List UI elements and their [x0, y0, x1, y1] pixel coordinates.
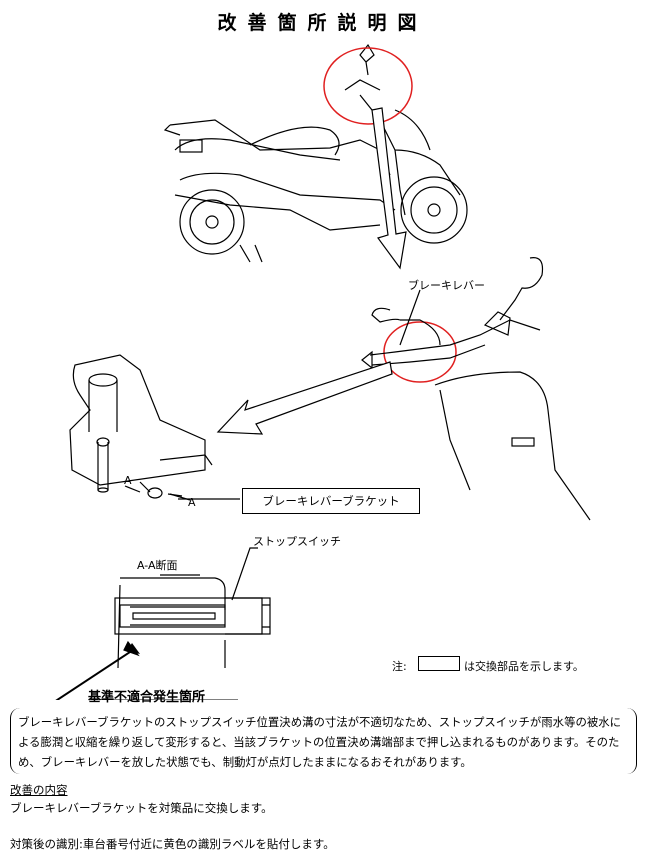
- highlight-circle-top: [323, 47, 413, 125]
- legend-text: は交換部品を示します。: [464, 660, 584, 673]
- handlebar-illustration: [361, 257, 591, 521]
- page-title: 改善箇所説明図: [217, 12, 428, 34]
- section-label: A-A断面: [137, 558, 178, 572]
- brake-lever-label: ブレーキレバー: [408, 278, 485, 292]
- description-frame: [10, 708, 637, 774]
- improvement-heading: 改善の内容: [10, 783, 68, 797]
- bracket-label: ブレーキレバーブラケット: [262, 494, 400, 508]
- identification-text: 対策後の識別:車台番号付近に黄色の識別ラベルを貼付します。: [10, 837, 335, 851]
- replacement-part-box: [242, 488, 420, 514]
- section-view: [114, 547, 271, 669]
- bracket-illustration: [69, 354, 240, 501]
- improvement-body: ブレーキレバーブラケットを対策品に交換します。: [10, 801, 273, 815]
- defect-location-label: 基準不適合発生箇所: [88, 690, 206, 705]
- section-mark-a-right: A: [188, 496, 196, 509]
- highlight-circle-lever: [383, 321, 457, 383]
- scooter-diagram: ブレーキレバー ストップスイッチ A-A断面 A A: [55, 43, 591, 700]
- section-mark-a-left: A: [124, 474, 132, 487]
- legend-prefix: 注:: [392, 660, 407, 673]
- defect-description: ブレーキレバーブラケットのストップスイッチ位置決め溝の寸法が不適切なため、ストッ…: [18, 715, 622, 769]
- scooter-illustration: [163, 43, 468, 263]
- stop-switch-label: ストップスイッチ: [253, 535, 341, 548]
- legend-sample-box: [418, 656, 460, 671]
